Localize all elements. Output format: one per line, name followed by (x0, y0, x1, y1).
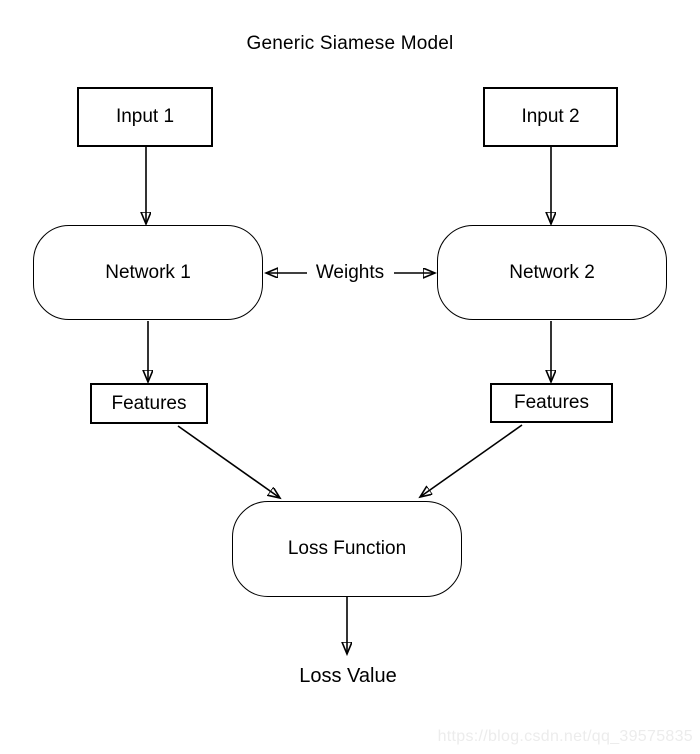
node-input-1: Input 1 (77, 87, 213, 147)
node-features-right-label: Features (514, 392, 589, 413)
node-network-1: Network 1 (33, 225, 263, 320)
node-features-right: Features (490, 383, 613, 423)
node-features-left: Features (90, 383, 208, 424)
weights-label: Weights (315, 262, 385, 283)
node-features-left-label: Features (111, 392, 187, 414)
node-network-2: Network 2 (437, 225, 667, 320)
diagram-title: Generic Siamese Model (246, 33, 454, 54)
node-input-2: Input 2 (483, 87, 618, 147)
arrow-features2-to-lossfunction-icon (420, 424, 523, 497)
node-input-2-label: Input 2 (521, 106, 580, 127)
node-network-1-label: Network 1 (105, 261, 191, 283)
loss-value-label: Loss Value (299, 665, 397, 687)
arrow-features1-to-lossfunction-icon (177, 425, 280, 498)
watermark-url: https://blog.csdn.net/qq_39575835 (437, 728, 693, 745)
node-network-2-label: Network 2 (509, 261, 595, 283)
node-input-1-label: Input 1 (115, 106, 175, 127)
node-loss-function: Loss Function (232, 501, 462, 597)
node-loss-function-label: Loss Function (287, 538, 407, 559)
